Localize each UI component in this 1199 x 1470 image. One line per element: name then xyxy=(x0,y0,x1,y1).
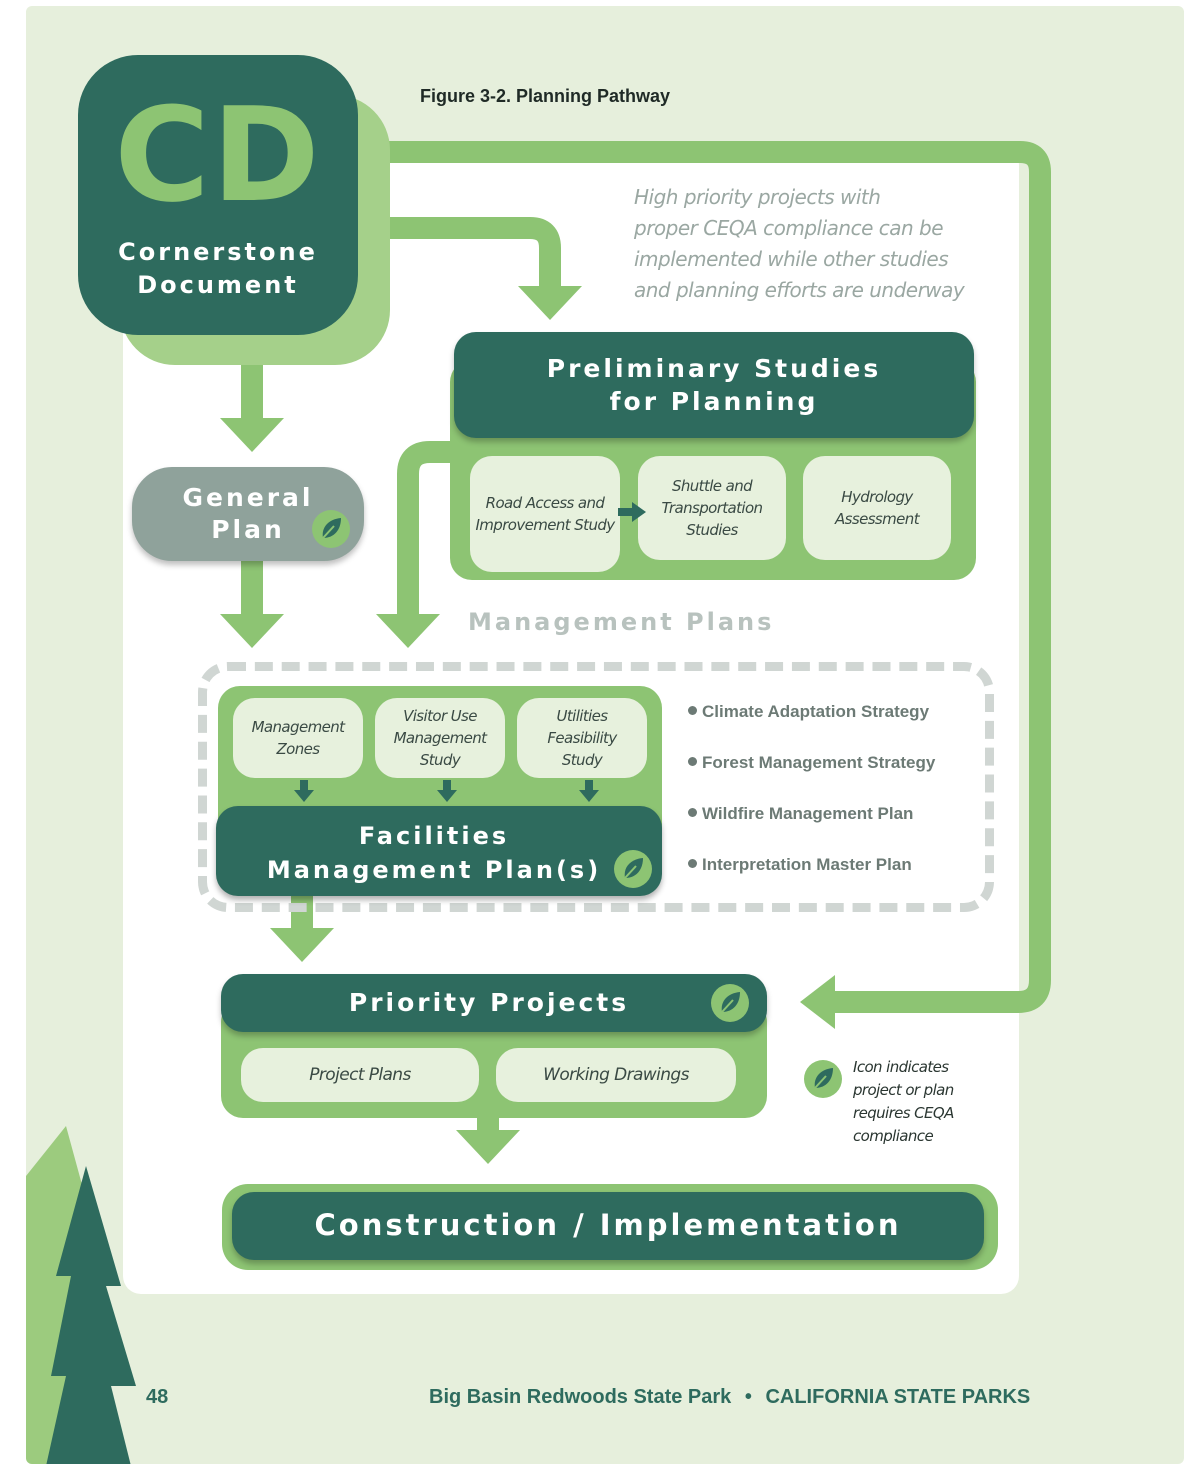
note-line: and planning efforts are underway xyxy=(634,278,965,302)
priority-title: Priority Projects xyxy=(348,988,630,1017)
management-plans-container xyxy=(198,662,994,912)
facilities-management-plan-card: Facilities Management Plan(s) xyxy=(216,806,662,896)
cornerstone-line2: Document xyxy=(137,271,299,299)
arrow-right-icon xyxy=(618,502,646,522)
bullet-dot xyxy=(688,757,697,766)
legend-line: Icon indicates xyxy=(853,1058,949,1076)
preliminary-title-line1: Preliminary Studies xyxy=(546,354,882,383)
road-access-study: Road Access and Improvement Study xyxy=(470,456,620,572)
footer-park: Big Basin Redwoods State Park xyxy=(429,1386,732,1408)
project-plans: Project Plans xyxy=(241,1048,479,1102)
bullet-item: Climate Adaptation Strategy xyxy=(688,702,929,722)
cornerstone-document-card: CD Cornerstone Document xyxy=(78,55,358,335)
construction-implementation-card: Construction / Implementation xyxy=(232,1192,984,1260)
bullet-text: Forest Management Strategy xyxy=(702,753,936,772)
arrow-down-icon xyxy=(437,780,457,802)
bullet-item: Wildfire Management Plan xyxy=(688,804,913,824)
arrow-down-icon xyxy=(579,780,599,802)
facilities-line1: Facilities xyxy=(358,822,510,850)
page-number: 48 xyxy=(146,1386,169,1408)
legend-line: compliance xyxy=(853,1127,934,1145)
cornerstone-abbrev: CD xyxy=(114,79,322,231)
leaf-icon xyxy=(804,1060,842,1098)
bullet-dot xyxy=(688,859,697,868)
visitor-use-management-study: Visitor Use Management Study xyxy=(375,698,505,778)
management-zones: Management Zones xyxy=(233,698,363,778)
utilities-feasibility-study: Utilities Feasibility Study xyxy=(517,698,647,778)
ceqa-note: High priority projects with proper CEQA … xyxy=(634,182,965,306)
leaf-icon xyxy=(312,510,350,548)
cornerstone-line1: Cornerstone xyxy=(118,238,318,266)
note-line: implemented while other studies xyxy=(634,247,949,271)
bullet-text: Interpretation Master Plan xyxy=(702,855,912,874)
figure-title: Figure 3-2. Planning Pathway xyxy=(420,86,671,106)
leaf-icon xyxy=(711,984,749,1022)
construction-title: Construction / Implementation xyxy=(314,1208,902,1242)
bullet-dot xyxy=(688,808,697,817)
facilities-line2: Management Plan(s) xyxy=(266,856,602,884)
hydrology-assessment: Hydrology Assessment xyxy=(803,456,951,560)
general-plan-line1: General xyxy=(182,483,314,512)
legend-line: project or plan xyxy=(853,1081,954,1099)
preliminary-title-line2: for Planning xyxy=(609,387,819,416)
footer-separator: • xyxy=(744,1386,752,1408)
legend-text: Icon indicates project or plan requires … xyxy=(853,1056,954,1148)
shuttle-transportation-studies: Shuttle and Transportation Studies xyxy=(638,456,786,560)
management-plans-heading: Management Plans xyxy=(468,608,775,636)
priority-projects-header: Priority Projects xyxy=(221,974,767,1032)
arrow-down-icon xyxy=(294,780,314,802)
preliminary-studies-header: Preliminary Studies for Planning xyxy=(454,332,974,438)
leaf-icon xyxy=(614,850,652,888)
note-line: High priority projects with xyxy=(634,185,881,209)
general-plan-line2: Plan xyxy=(211,515,285,544)
legend-line: requires CEQA xyxy=(853,1104,954,1122)
bullet-text: Climate Adaptation Strategy xyxy=(702,702,930,721)
working-drawings: Working Drawings xyxy=(496,1048,736,1102)
bullet-item: Forest Management Strategy xyxy=(688,753,935,773)
bullet-item: Interpretation Master Plan xyxy=(688,855,912,875)
footer-text: Big Basin Redwoods State Park • CALIFORN… xyxy=(429,1386,1030,1409)
general-plan-card: General Plan xyxy=(132,467,364,561)
redwood-trees-illustration xyxy=(26,1126,136,1464)
bullet-dot xyxy=(688,706,697,715)
bullet-text: Wildfire Management Plan xyxy=(702,804,914,823)
note-line: proper CEQA compliance can be xyxy=(634,216,944,240)
footer-org: CALIFORNIA STATE PARKS xyxy=(765,1386,1031,1408)
